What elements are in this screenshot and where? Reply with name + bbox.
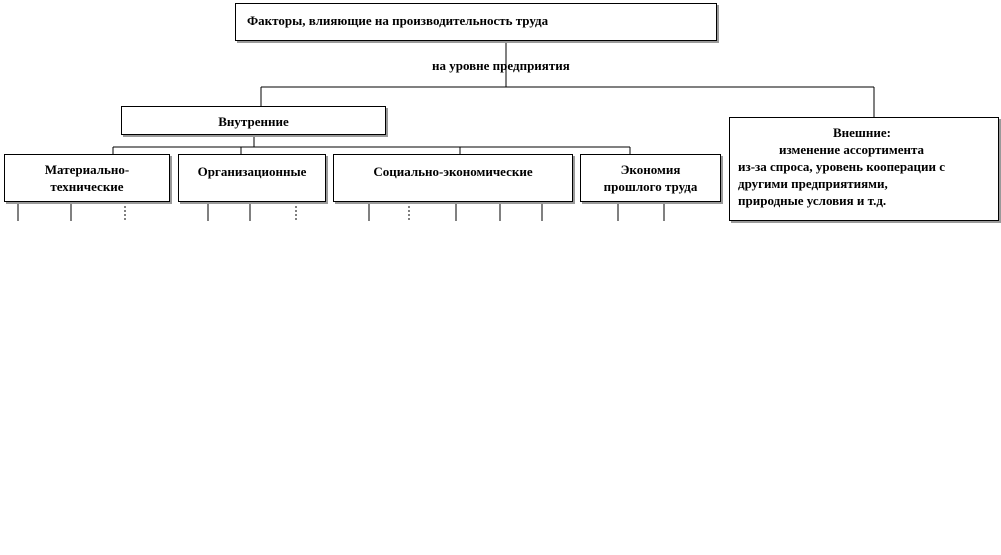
internal-factors-title: Внутренние <box>218 114 289 129</box>
external-factors-line-1: изменение ассортимента <box>779 142 925 157</box>
external-factors-line-2: из-за спроса, уровень кооперации с <box>738 159 946 174</box>
root-factor-title: Факторы, влияющие на производительность … <box>247 13 549 28</box>
material-technical-line-2: технические <box>50 179 124 194</box>
material-technical-line-1: Материально- <box>44 162 130 177</box>
enterprise-level-label: на уровне предприятия <box>432 58 570 73</box>
external-factors-line-3: другими предприятиями, <box>738 176 888 191</box>
past-labor-economy-line-1: Экономия <box>620 162 681 177</box>
external-factors-box: Внешние: изменение ассортимента из-за сп… <box>729 117 999 221</box>
external-factors-title: Внешние: <box>833 125 891 140</box>
organizational-line-1: Организационные <box>197 164 307 179</box>
internal-factors-box: Внутренние <box>121 106 386 135</box>
socio-economic-box: Социально-экономические <box>333 154 573 202</box>
organizational-box: Организационные <box>178 154 326 202</box>
material-technical-box: Материально- технические <box>4 154 170 202</box>
external-factors-line-4: природные условия и т.д. <box>738 193 887 208</box>
root-factor-box: Факторы, влияющие на производительность … <box>235 3 717 41</box>
past-labor-economy-box: Экономия прошлого труда <box>580 154 721 202</box>
socio-economic-line-1: Социально-экономические <box>373 164 533 179</box>
past-labor-economy-line-2: прошлого труда <box>603 179 698 194</box>
